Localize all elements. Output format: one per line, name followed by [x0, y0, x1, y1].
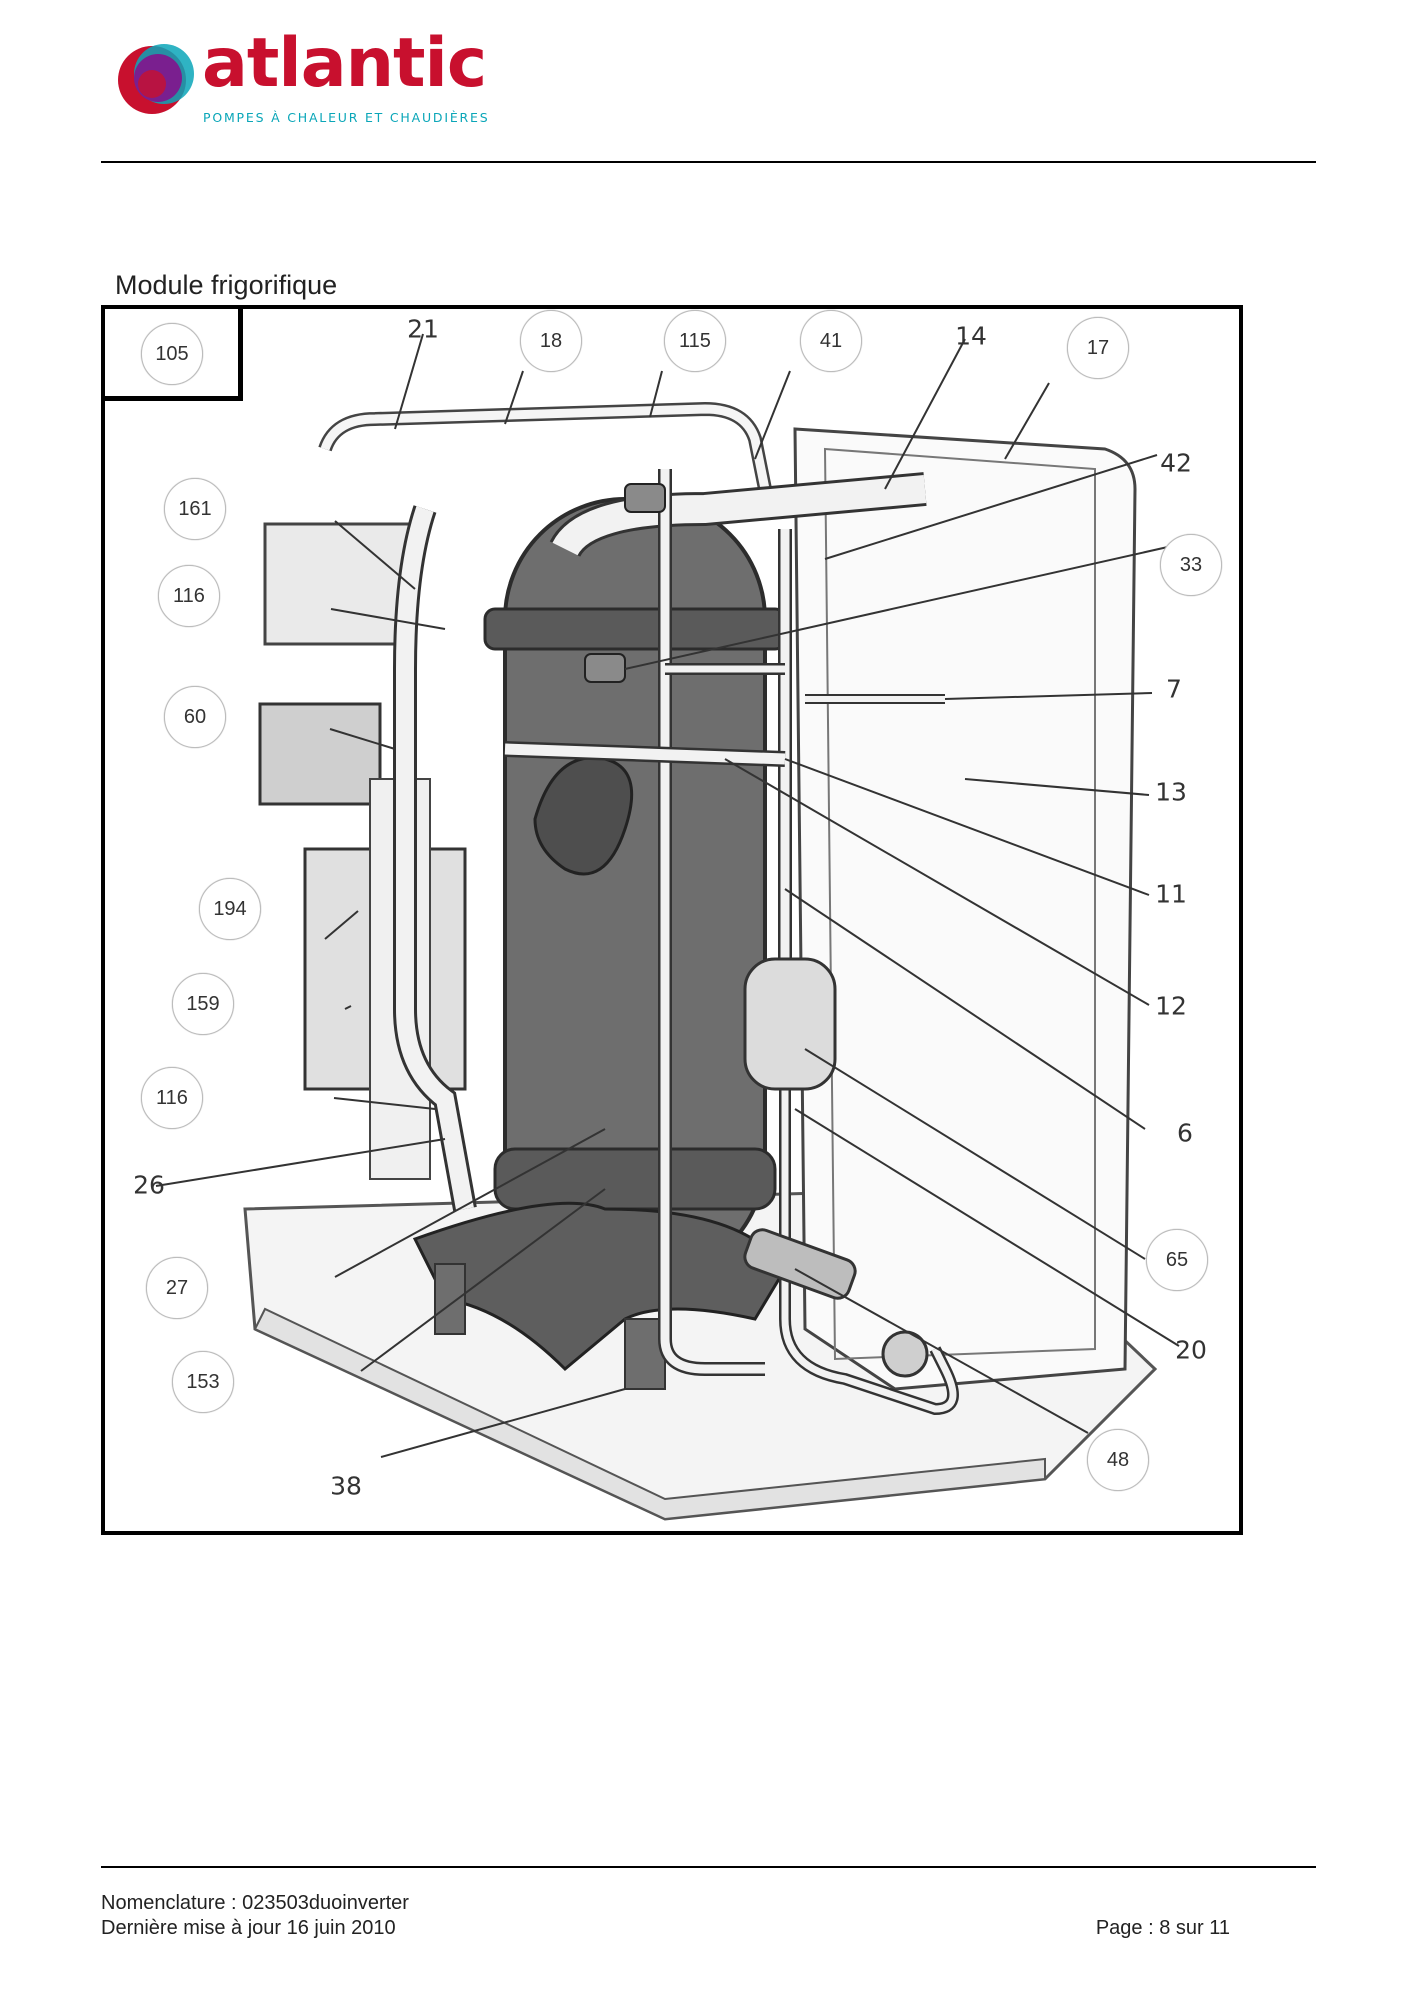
- header-divider: [101, 161, 1316, 163]
- footer-nomenclature: Nomenclature : 023503duoinverter: [101, 1892, 409, 1914]
- callout-159: 159: [172, 973, 234, 1035]
- label-20: 20: [1175, 1335, 1207, 1365]
- section-title: Module frigorifique: [115, 270, 338, 300]
- callout-48: 48: [1087, 1429, 1149, 1491]
- brand-name: atlantic: [202, 24, 487, 103]
- label-42: 42: [1160, 448, 1192, 478]
- label-38: 38: [330, 1471, 362, 1501]
- label-26: 26: [133, 1170, 165, 1200]
- callout-18: 18: [520, 310, 582, 372]
- refrigeration-module-drawing: [155, 333, 1191, 1521]
- footer-divider: [101, 1866, 1316, 1868]
- callout-153: 153: [172, 1351, 234, 1413]
- brand-tagline: POMPES À CHALEUR ET CHAUDIÈRES: [203, 110, 490, 125]
- label-21: 21: [407, 314, 439, 344]
- callout-116-top: 116: [158, 565, 220, 627]
- label-13: 13: [1155, 777, 1187, 807]
- callout-27: 27: [146, 1257, 208, 1319]
- reference-box: [105, 309, 243, 401]
- atlantic-logo: atlantic POMPES À CHALEUR ET CHAUDIÈRES: [112, 30, 492, 128]
- callout-60: 60: [164, 686, 226, 748]
- callout-194: 194: [199, 878, 261, 940]
- label-6: 6: [1177, 1118, 1193, 1148]
- label-7: 7: [1166, 674, 1182, 704]
- label-12: 12: [1155, 991, 1187, 1021]
- callout-161: 161: [164, 478, 226, 540]
- label-14: 14: [955, 321, 987, 351]
- callout-65: 65: [1146, 1229, 1208, 1291]
- callout-33: 33: [1160, 534, 1222, 596]
- diagram-figure: 105 18 115 41 17 161 116 60 33 194 159 1…: [101, 305, 1243, 1535]
- callout-41: 41: [800, 310, 862, 372]
- callout-105: 105: [141, 323, 203, 385]
- label-11: 11: [1155, 879, 1187, 909]
- callout-115: 115: [664, 310, 726, 372]
- footer-page-number: Page : 8 sur 11: [1095, 1917, 1230, 1939]
- logo-mark-icon: [118, 44, 194, 114]
- footer-last-update: Dernière mise à jour 16 juin 2010: [101, 1917, 396, 1939]
- callout-17: 17: [1067, 317, 1129, 379]
- callout-116-bottom: 116: [141, 1067, 203, 1129]
